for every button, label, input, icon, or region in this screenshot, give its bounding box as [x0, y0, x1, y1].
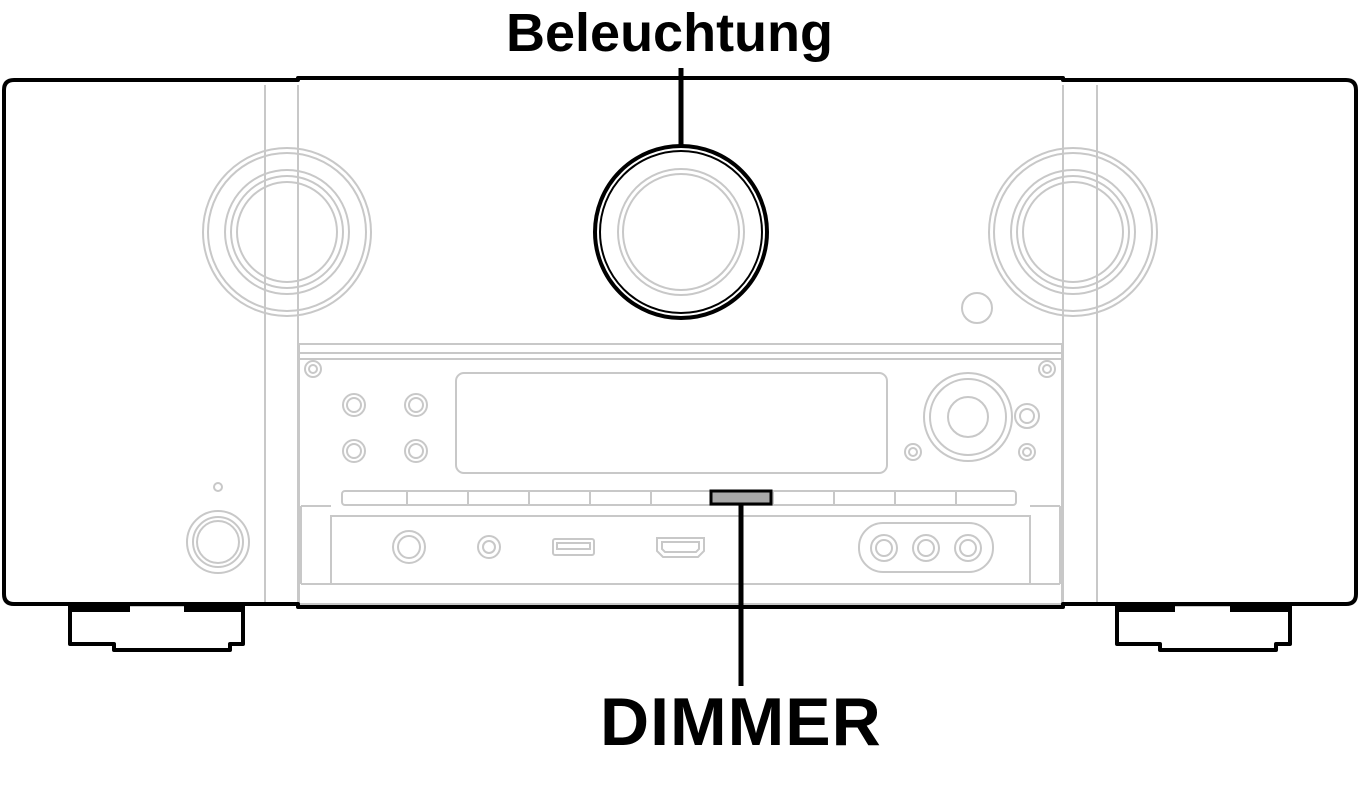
right-foot — [1115, 606, 1292, 652]
setup-mic-jack[interactable] — [477, 535, 501, 559]
usb-port-icon[interactable] — [552, 538, 595, 556]
power-indicator — [213, 482, 223, 492]
small-top-button[interactable] — [961, 292, 993, 324]
input-panel — [330, 515, 1031, 585]
lower-panel — [298, 343, 1063, 605]
illuminated-master-volume-knob[interactable] — [593, 144, 769, 320]
function-button-bar — [341, 490, 1017, 506]
power-button[interactable] — [186, 510, 250, 574]
dimmer-button[interactable] — [709, 489, 773, 506]
right-knob[interactable] — [988, 147, 1158, 317]
knob-side-button[interactable] — [1014, 403, 1040, 429]
av-input-jacks[interactable] — [858, 522, 994, 573]
receiver-body — [2, 76, 1358, 609]
lower-panel-frame — [298, 343, 1063, 360]
source-buttons[interactable] — [342, 393, 428, 463]
display-window — [455, 372, 888, 474]
callout-dimmer: DIMMER — [600, 684, 882, 760]
callout-illumination: Beleuchtung — [506, 3, 834, 63]
headphone-jack-icon[interactable] — [392, 530, 426, 564]
screw-left — [304, 360, 322, 378]
hdmi-port-icon[interactable] — [656, 537, 705, 558]
right-small-knob[interactable] — [923, 372, 1013, 462]
left-foot — [68, 606, 245, 652]
left-knob[interactable] — [202, 147, 372, 317]
screw-right — [1038, 360, 1056, 378]
